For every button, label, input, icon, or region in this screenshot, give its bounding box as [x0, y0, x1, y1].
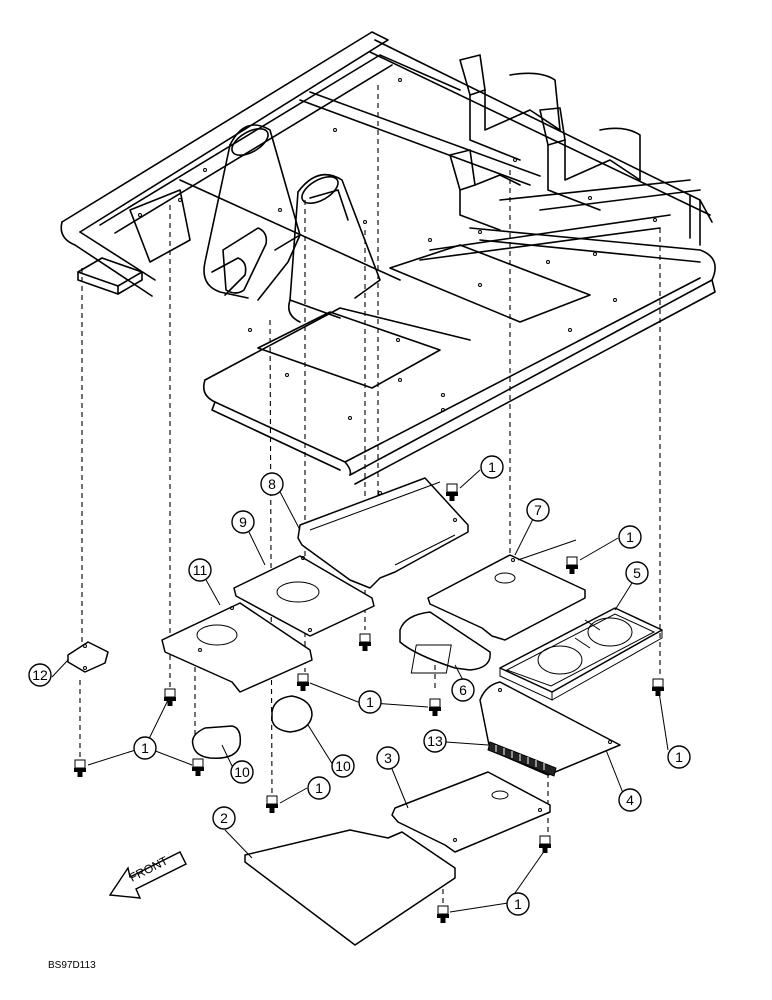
callout-11: 11 [188, 558, 212, 582]
callout-1-mid: 1 [358, 690, 382, 714]
cover-plate-3 [391, 771, 551, 853]
svg-text:1: 1 [315, 780, 323, 796]
front-arrow: FRONT [108, 851, 187, 899]
callout-9: 9 [231, 510, 255, 534]
cover-plate-4 [479, 681, 621, 776]
cover-plate-9 [233, 555, 375, 637]
svg-text:4: 4 [626, 792, 634, 808]
svg-text:9: 9 [239, 514, 247, 530]
callout-12: 12 [28, 663, 52, 687]
callout-1-right: 1 [618, 525, 642, 549]
callout-13: 13 [423, 729, 447, 753]
svg-text:2: 2 [220, 810, 228, 826]
svg-text:1: 1 [626, 529, 634, 545]
cover-plate-7 [427, 539, 586, 641]
svg-text:12: 12 [32, 667, 48, 683]
cover-10-left [191, 725, 242, 759]
svg-text:11: 11 [193, 562, 208, 578]
radiator-screen-5 [410, 607, 663, 701]
svg-text:8: 8 [268, 476, 276, 492]
svg-text:7: 7 [534, 502, 542, 518]
svg-text:6: 6 [459, 682, 467, 698]
callout-5: 5 [625, 561, 649, 585]
callout-10-left: 10 [230, 760, 254, 784]
callout-7: 7 [526, 498, 550, 522]
cover-plate-2 [244, 829, 456, 946]
callout-10-right: 10 [331, 754, 355, 778]
svg-text:1: 1 [514, 896, 522, 912]
svg-text:5: 5 [633, 565, 641, 581]
svg-text:1: 1 [675, 749, 683, 765]
svg-text:13: 13 [427, 733, 443, 749]
cover-plate-8 [297, 477, 469, 589]
callout-1-top: 1 [480, 455, 504, 479]
callout-6: 6 [451, 678, 475, 702]
svg-text:3: 3 [384, 750, 392, 766]
callout-1-far-right: 1 [667, 745, 691, 769]
callout-1-bottom: 1 [506, 892, 530, 916]
cover-plate-11 [161, 602, 313, 693]
callout-4: 4 [618, 788, 642, 812]
svg-text:1: 1 [366, 694, 374, 710]
callout-3: 3 [376, 746, 400, 770]
gasket-strip-13 [487, 741, 557, 777]
alignment-lines [79, 85, 661, 905]
upperstructure-frame [60, 31, 716, 485]
svg-text:1: 1 [488, 459, 496, 475]
callout-2: 2 [212, 806, 236, 830]
cover-12 [67, 641, 109, 673]
callout-1-left: 1 [133, 736, 157, 760]
cover-10-right [271, 695, 313, 733]
svg-text:1: 1 [141, 740, 149, 756]
drawing-code: BS97D113 [48, 960, 96, 971]
callout-1-lower: 1 [307, 776, 331, 800]
cover-plate-6 [399, 611, 491, 671]
svg-text:10: 10 [234, 764, 250, 780]
bolts [74, 483, 664, 923]
svg-text:10: 10 [335, 758, 351, 774]
callout-8: 8 [260, 472, 284, 496]
